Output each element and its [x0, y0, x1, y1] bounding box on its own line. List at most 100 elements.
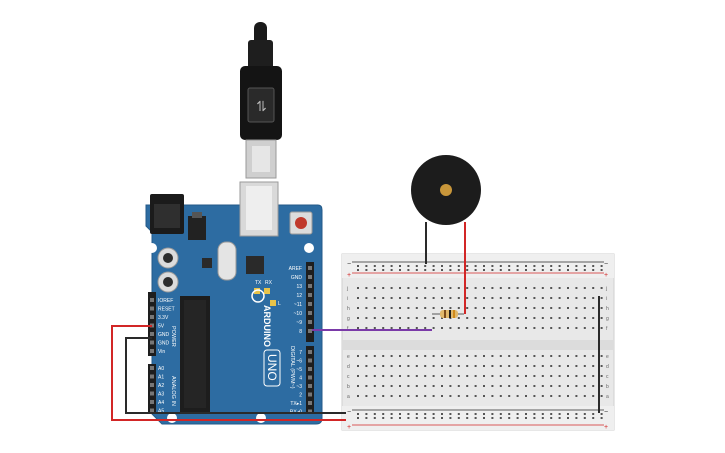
analog-pin-label: A1	[158, 375, 164, 381]
wire-5v[interactable]	[111, 325, 346, 421]
analog-pin[interactable]	[150, 408, 154, 413]
digital-bottom-pin-label: ~5	[296, 367, 302, 373]
digital-top-pin[interactable]	[308, 320, 312, 324]
power-pin-label: Vin	[158, 349, 165, 355]
power-pin[interactable]	[150, 340, 154, 345]
digital-label: DIGITAL (PWM~)	[289, 346, 295, 389]
analog-pin-label: A0	[158, 366, 164, 372]
row-letter: a	[606, 394, 609, 400]
rail-minus-label: −	[604, 261, 608, 268]
digital-bottom-pin[interactable]	[308, 375, 312, 380]
rail-minus-label: −	[604, 409, 608, 416]
digital-bottom-pin[interactable]	[308, 367, 312, 371]
digital-top-pin-label: GND	[291, 275, 303, 281]
power-pin[interactable]	[150, 306, 154, 311]
row-letter: e	[606, 354, 609, 360]
digital-header-bottom[interactable]	[306, 346, 314, 414]
digital-bottom-pin-label: 4	[299, 376, 302, 382]
row-letter: a	[347, 394, 350, 400]
power-label: POWER	[170, 326, 176, 347]
digital-top-pin-label: AREF	[289, 266, 302, 272]
arduino-uno-board[interactable]: TX RX L ARDUINO UNO IOREFRESET3.3V5VGNDG…	[145, 181, 323, 425]
digital-bottom-pin-label: ~3	[296, 384, 302, 390]
analog-pin-label: A2	[158, 383, 164, 389]
digital-top-pin[interactable]	[308, 284, 312, 288]
power-pin[interactable]	[150, 298, 154, 302]
digital-top-pin-label: 8	[299, 329, 302, 335]
row-letter: c	[347, 374, 350, 380]
digital-top-pin[interactable]	[308, 275, 312, 279]
digital-bottom-pin[interactable]	[308, 392, 312, 397]
analog-pin[interactable]	[150, 400, 154, 404]
analog-header[interactable]	[148, 364, 156, 414]
rail-plus-label: +	[347, 272, 351, 279]
rail-minus-label: −	[347, 409, 351, 416]
analog-pin[interactable]	[150, 366, 154, 370]
power-pin-label: RESET	[158, 307, 175, 313]
row-letter: g	[606, 316, 609, 322]
digital-bottom-pin-label: ~6	[296, 359, 302, 365]
analog-pin-label: A3	[158, 392, 164, 398]
digital-bottom-pin[interactable]	[308, 384, 312, 388]
row-letter: i	[606, 296, 607, 302]
rail-plus-label: +	[604, 272, 608, 279]
digital-bottom-pin-label: 7	[299, 350, 302, 356]
digital-top-pin[interactable]	[308, 302, 312, 306]
svg-text:⇌: ⇌	[254, 100, 270, 112]
wires[interactable]	[111, 296, 600, 421]
row-letter: d	[606, 364, 609, 370]
digital-top-pin-label: ~9	[296, 320, 302, 326]
digital-top-pin[interactable]	[308, 293, 312, 297]
row-letter: h	[606, 306, 609, 312]
breadboard[interactable]: jjiihhggffeeddccbbaa − + − + − + − +	[341, 253, 615, 431]
power-pin-label: IOREF	[158, 298, 173, 304]
digital-bottom-pin[interactable]	[308, 401, 312, 405]
row-letter: f	[606, 326, 608, 332]
digital-top-pin[interactable]	[308, 329, 312, 333]
power-pin-label: 3.3V	[158, 315, 169, 321]
digital-top-pin-label: 13	[296, 284, 302, 290]
arduino-brand: ARDUINO	[262, 305, 272, 347]
digital-bottom-pin[interactable]	[308, 350, 312, 354]
power-pin[interactable]	[150, 349, 154, 353]
power-pin-label: GND	[158, 341, 170, 347]
power-pin[interactable]	[150, 332, 154, 336]
mounting-hole	[256, 413, 266, 423]
digital-top-pin-label: 12	[296, 293, 302, 299]
row-letter: i	[347, 296, 348, 302]
row-letter: b	[347, 384, 350, 390]
analog-pin[interactable]	[150, 383, 154, 387]
row-letter: e	[347, 354, 350, 360]
crystal-oscillator	[217, 241, 237, 281]
digital-top-pin[interactable]	[308, 266, 312, 270]
digital-top-pin-label: ~11	[294, 302, 302, 308]
digital-bottom-pin-label: 2	[299, 393, 302, 399]
row-letter: g	[347, 316, 350, 322]
row-letter: h	[347, 306, 350, 312]
digital-bottom-pin[interactable]	[308, 358, 312, 363]
usb-cable[interactable]: ⇌	[240, 22, 282, 179]
resistor[interactable]	[432, 310, 464, 318]
digital-bottom-pin[interactable]	[308, 409, 312, 414]
power-pin[interactable]	[150, 315, 154, 319]
analog-pin[interactable]	[150, 374, 154, 379]
digital-top-pin-label: ~10	[294, 311, 303, 317]
arduino-model: UNO	[265, 354, 279, 381]
row-letter: b	[606, 384, 609, 390]
digital-top-pin[interactable]	[308, 311, 312, 315]
center-channel	[342, 340, 614, 350]
wire-gnd[interactable]	[125, 337, 346, 414]
row-letter: j	[346, 286, 348, 292]
piezo-buzzer[interactable]	[411, 155, 481, 314]
l-label: L	[278, 301, 281, 307]
rail-minus-label: −	[347, 261, 351, 268]
usb-chip	[246, 256, 264, 274]
row-letter: d	[347, 364, 350, 370]
rail-plus-label: +	[604, 424, 608, 431]
tx-label: TX	[255, 280, 262, 286]
mounting-hole	[304, 243, 314, 253]
analog-pin[interactable]	[150, 391, 154, 396]
analog-label: ANALOG IN	[170, 376, 176, 406]
rx-label: RX	[265, 280, 273, 286]
